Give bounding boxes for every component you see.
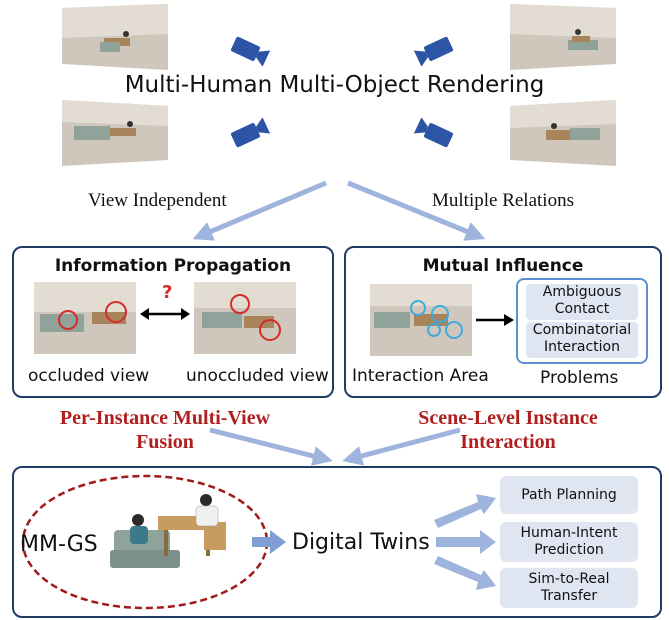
interaction-area-photo: [370, 284, 472, 356]
arrow-to-left-panel: [192, 180, 327, 241]
panel-title: Information Propagation: [54, 256, 292, 276]
panel-title: Mutual Influence: [422, 256, 584, 276]
arrow-from-left-method: [209, 427, 333, 466]
camera-icon: [413, 36, 454, 66]
mid-right-photo: [510, 100, 616, 166]
right-branch-label: Multiple Relations: [432, 190, 574, 211]
application-path-planning: Path Planning: [500, 476, 638, 514]
arrow-from-right-method: [342, 427, 461, 466]
application-arrows: [434, 494, 496, 590]
camera-icon: [230, 118, 271, 148]
problem-item-combinatorial-interaction: Combinatorial Interaction: [526, 322, 638, 358]
unoccluded-caption: unoccluded view: [186, 366, 329, 386]
arrow-to-digital-twins: [252, 530, 286, 554]
arrow-to-right-panel: [347, 180, 486, 241]
digital-twins-label: Digital Twins: [292, 530, 430, 555]
application-human-intent-prediction: Human-Intent Prediction: [500, 522, 638, 562]
occluded-caption: occluded view: [28, 366, 150, 386]
application-sim-to-real-transfer: Sim-to-Real Transfer: [500, 568, 638, 608]
method-right-label: Scene-Level Instance Interaction: [418, 407, 598, 453]
question-mark: ?: [162, 282, 173, 303]
arrow-to-problems: [476, 314, 514, 326]
camera-icon: [230, 36, 271, 66]
problem-item-ambiguous-contact: Ambiguous Contact: [526, 284, 638, 320]
unoccluded-view-photo: [194, 282, 296, 354]
method-left-label: Per-Instance Multi-View Fusion: [59, 407, 271, 453]
main-title: Multi-Human Multi-Object Rendering: [124, 72, 545, 98]
mm-gs-label: MM-GS: [20, 532, 98, 557]
camera-icon: [413, 118, 454, 148]
occluded-view-photo: [34, 282, 136, 354]
top-right-photo: [510, 4, 616, 70]
problems-caption: Problems: [540, 368, 619, 388]
interaction-area-caption: Interaction Area: [352, 366, 489, 386]
top-left-photo: [62, 4, 168, 70]
problems-box: Ambiguous Contact Combinatorial Interact…: [516, 278, 648, 364]
mid-left-photo: [62, 100, 168, 166]
double-arrow: [140, 308, 190, 320]
left-branch-label: View Independent: [88, 190, 227, 211]
mm-gs-ellipse: [21, 474, 269, 610]
